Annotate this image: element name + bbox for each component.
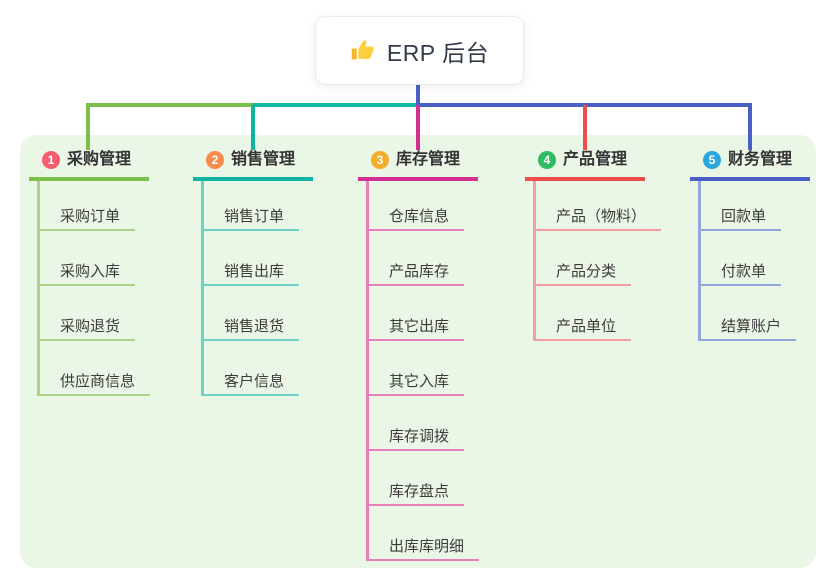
branch-2: 2 销售管理销售订单销售出库销售退货客户信息 [193,148,313,396]
connector-line [748,105,752,150]
child-node[interactable]: 回款单 [701,181,782,231]
child-node[interactable]: 付款单 [701,231,782,286]
child-node[interactable]: 产品库存 [369,231,465,286]
connector-line [253,103,420,107]
branch-header[interactable]: 3 库存管理 [358,148,478,181]
priority-badge: 4 [538,151,556,169]
child-node[interactable]: 其它出库 [369,286,465,341]
child-node[interactable]: 产品分类 [536,231,632,286]
connector-line [583,105,587,150]
child-node[interactable]: 产品（物料） [536,181,662,231]
branch-header[interactable]: 5 财务管理 [690,148,810,181]
connector-line [251,105,255,150]
branch-children: 产品（物料）产品分类产品单位 [533,181,662,341]
root-title: ERP 后台 [386,39,490,66]
branch-title: 产品管理 [563,151,628,168]
connector-line [86,103,255,107]
branch-children: 采购订单采购入库采购退货供应商信息 [37,181,151,396]
thumbs-up-icon [350,37,377,64]
root-node-erp[interactable]: ERP 后台 [316,17,523,84]
connector-line [416,84,420,107]
child-node[interactable]: 仓库信息 [369,181,465,231]
branch-children: 销售订单销售出库销售退货客户信息 [201,181,313,396]
child-node[interactable]: 销售订单 [204,181,300,231]
branch-title: 财务管理 [728,151,793,168]
branch-title: 销售管理 [231,151,296,168]
child-node[interactable]: 客户信息 [204,341,300,396]
branch-1: 1 采购管理采购订单采购入库采购退货供应商信息 [29,148,151,396]
priority-badge: 3 [371,151,389,169]
branch-3: 3 库存管理仓库信息产品库存其它出库其它入库库存调拨库存盘点出库库明细 [358,148,480,561]
branches-background-panel [20,135,816,568]
child-node[interactable]: 采购入库 [40,231,136,286]
branch-title: 采购管理 [67,151,132,168]
child-node[interactable]: 销售退货 [204,286,300,341]
child-node[interactable]: 结算账户 [701,286,797,341]
connector-line [416,105,420,150]
child-node[interactable]: 库存盘点 [369,451,465,506]
branch-header[interactable]: 4 产品管理 [525,148,645,181]
priority-badge: 2 [206,151,224,169]
child-node[interactable]: 销售出库 [204,231,300,286]
child-node[interactable]: 出库库明细 [369,506,480,561]
branch-children: 回款单付款单结算账户 [698,181,810,341]
child-node[interactable]: 采购退货 [40,286,136,341]
child-node[interactable]: 供应商信息 [40,341,151,396]
branch-title: 库存管理 [396,151,461,168]
branch-4: 4 产品管理产品（物料）产品分类产品单位 [525,148,662,341]
branch-5: 5 财务管理回款单付款单结算账户 [690,148,810,341]
child-node[interactable]: 产品单位 [536,286,632,341]
child-node[interactable]: 采购订单 [40,181,136,231]
branch-header[interactable]: 2 销售管理 [193,148,313,181]
priority-badge: 5 [703,151,721,169]
priority-badge: 1 [42,151,60,169]
child-node[interactable]: 其它入库 [369,341,465,396]
branch-children: 仓库信息产品库存其它出库其它入库库存调拨库存盘点出库库明细 [366,181,480,561]
connector-line [86,105,90,150]
child-node[interactable]: 库存调拨 [369,396,465,451]
branch-header[interactable]: 1 采购管理 [29,148,149,181]
